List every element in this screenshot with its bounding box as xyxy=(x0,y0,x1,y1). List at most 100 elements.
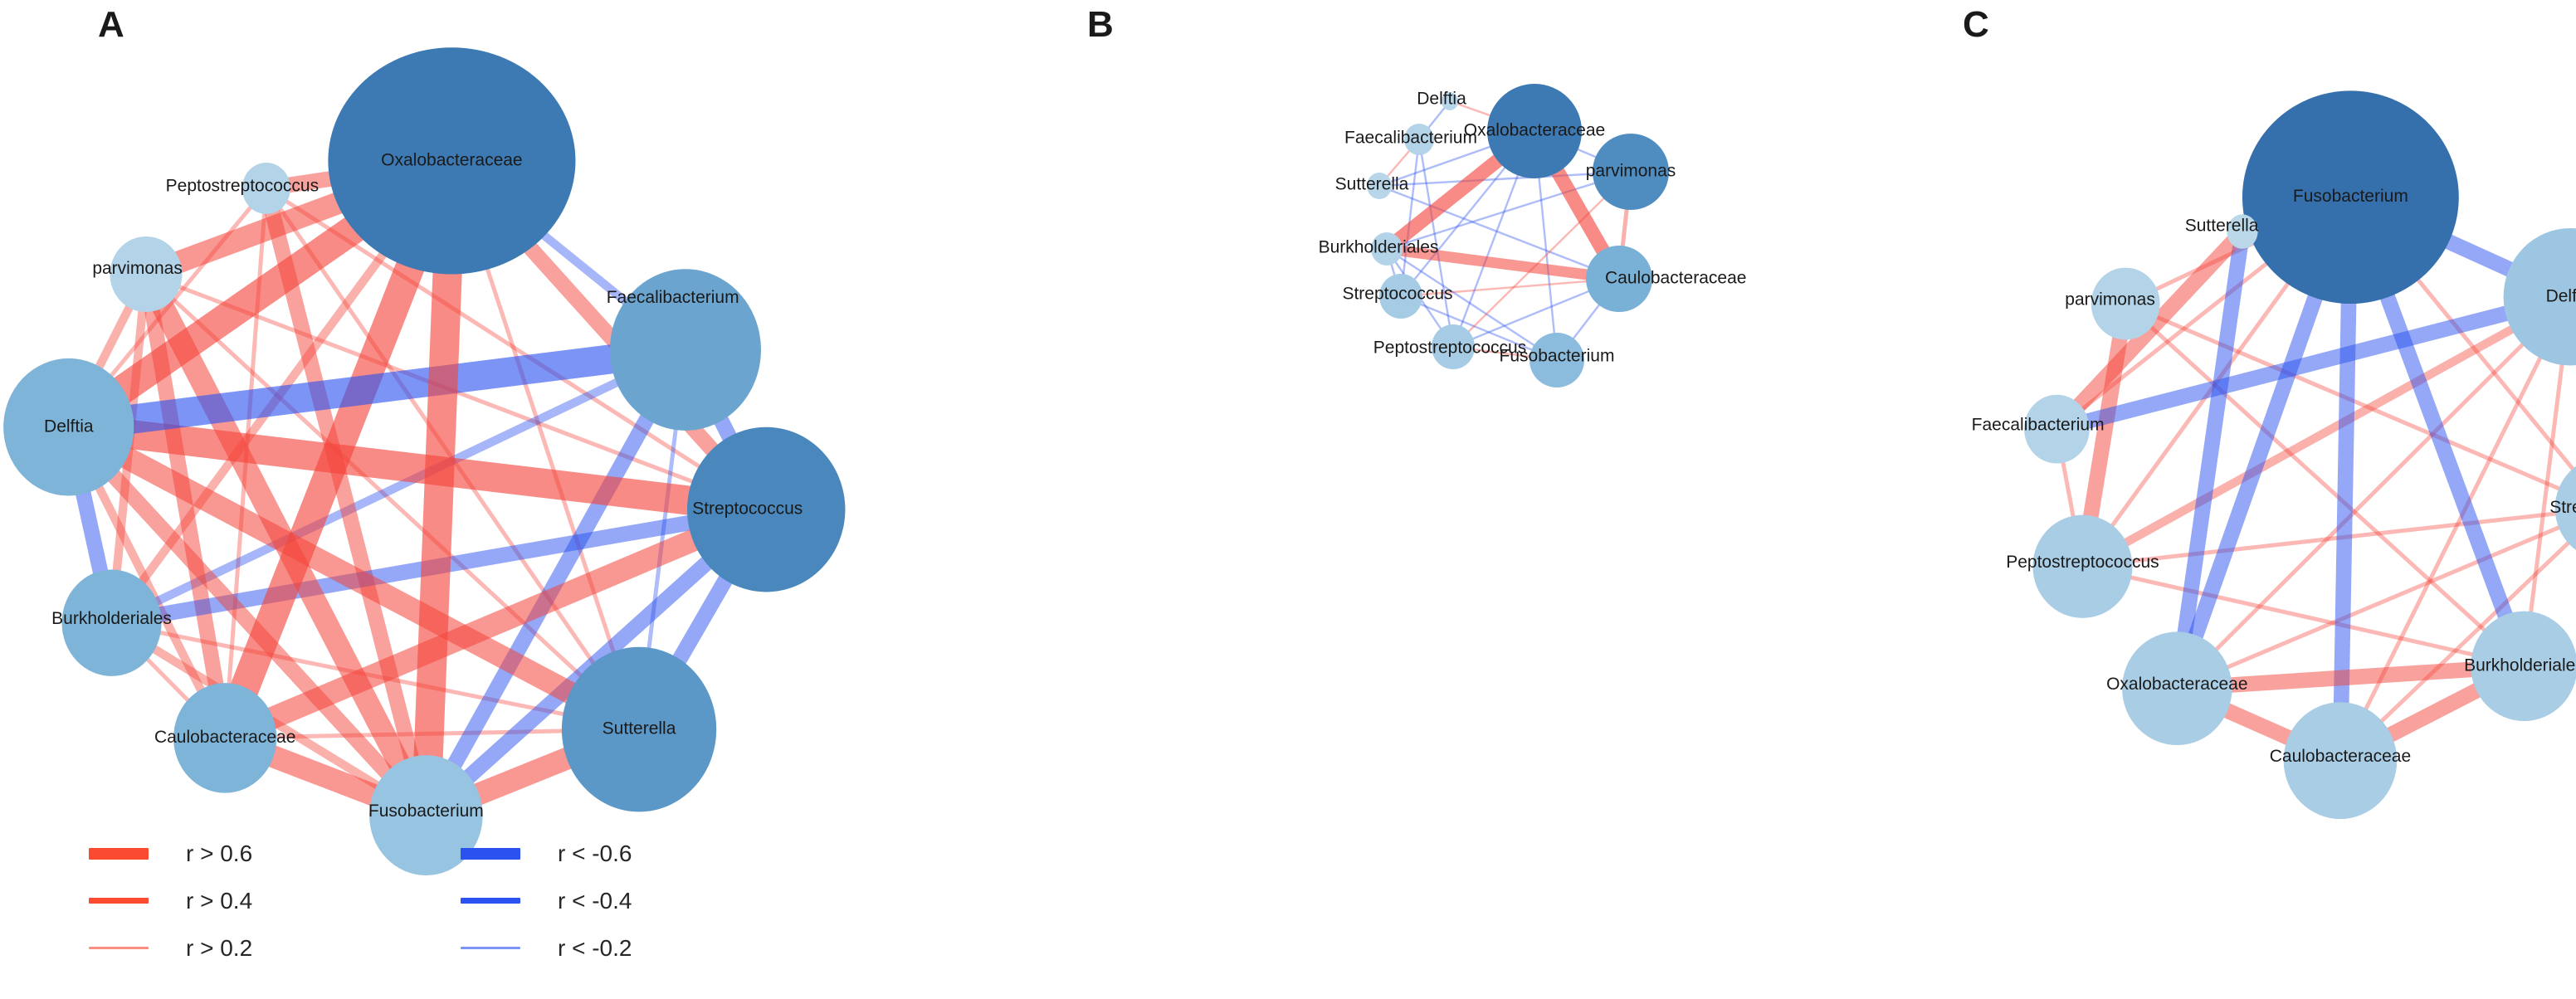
node-circle[interactable] xyxy=(110,236,183,313)
node-circle[interactable] xyxy=(1487,84,1582,178)
network-edge xyxy=(2339,533,2576,763)
node-circle[interactable] xyxy=(1432,324,1475,369)
node-circle[interactable] xyxy=(1367,173,1392,199)
network-node[interactable]: Caulobacteraceae xyxy=(154,683,295,793)
network-node[interactable]: Fusobacterium xyxy=(1500,333,1615,387)
legend-item: r < -0.4 xyxy=(445,877,632,924)
node-circle[interactable] xyxy=(2503,227,2576,366)
network-node[interactable]: Delftia xyxy=(2503,227,2576,366)
node-label: Peptostreptococcus xyxy=(166,176,319,195)
legend-label: r < -0.6 xyxy=(558,840,632,866)
network-edge xyxy=(2169,230,2251,690)
network-node[interactable]: parvimonas xyxy=(1586,134,1676,210)
network-edge xyxy=(1452,171,1632,348)
network-edge xyxy=(2080,293,2573,571)
node-circle[interactable] xyxy=(2091,267,2160,340)
node-label: parvimonas xyxy=(1586,162,1676,181)
panel-c: C FusobacteriumDelftiaStreptococcusBurkh… xyxy=(1718,0,2576,999)
node-circle[interactable] xyxy=(687,426,846,592)
node-circle[interactable] xyxy=(2122,631,2232,746)
network-node[interactable]: Peptostreptococcus xyxy=(2006,514,2159,618)
network-node[interactable]: Burkholderiales xyxy=(1319,232,1439,266)
network-node[interactable]: Burkholderiales xyxy=(51,569,172,676)
node-label: Delftia xyxy=(44,417,94,436)
network-node[interactable]: parvimonas xyxy=(2065,267,2160,340)
node-circle[interactable] xyxy=(369,755,483,875)
node-label: Oxalobacteraceae xyxy=(381,150,522,169)
network-node[interactable]: Delftia xyxy=(3,358,134,496)
legend-swatch-neg-04 xyxy=(445,898,536,904)
network-node[interactable]: Faecalibacterium xyxy=(1344,124,1477,155)
node-label: parvimonas xyxy=(92,259,183,278)
network-edge xyxy=(2081,564,2525,669)
legend-positive-column: r > 0.6 r > 0.4 r > 0.2 xyxy=(73,830,252,972)
network-node[interactable]: Sutterella xyxy=(2185,214,2259,249)
network-node[interactable]: Burkholderiales xyxy=(2464,611,2576,722)
network-edge xyxy=(2338,295,2573,762)
node-circle[interactable] xyxy=(2242,90,2459,305)
node-label: Caulobacteraceae xyxy=(2270,747,2411,766)
network-node[interactable]: Caulobacteraceae xyxy=(1586,246,1746,312)
node-circle[interactable] xyxy=(1593,134,1669,210)
legend-label: r > 0.6 xyxy=(186,840,253,866)
node-circle[interactable] xyxy=(1379,274,1422,319)
node-label: parvimonas xyxy=(2065,290,2155,309)
network-edge xyxy=(2175,295,2573,690)
network-edge xyxy=(258,186,434,817)
node-circle[interactable] xyxy=(328,47,576,275)
network-node[interactable]: Faecalibacterium xyxy=(607,269,762,431)
node-circle[interactable] xyxy=(3,358,134,496)
network-node[interactable]: Faecalibacterium xyxy=(1972,394,2105,464)
node-circle[interactable] xyxy=(173,683,277,793)
network-node[interactable]: Oxalobacteraceae xyxy=(328,47,576,275)
node-label: Caulobacteraceae xyxy=(1605,269,1746,288)
node-circle[interactable] xyxy=(1404,124,1434,155)
node-circle[interactable] xyxy=(242,162,290,215)
node-circle[interactable] xyxy=(1371,232,1403,266)
node-circle[interactable] xyxy=(1442,92,1458,110)
network-node[interactable]: Oxalobacteraceae xyxy=(2106,631,2248,746)
network-node[interactable]: Streptococcus xyxy=(1342,274,1453,319)
node-circle[interactable] xyxy=(561,646,717,812)
network-node[interactable]: Caulobacteraceae xyxy=(2270,702,2411,820)
node-circle[interactable] xyxy=(609,269,762,431)
node-circle[interactable] xyxy=(2024,394,2090,464)
node-circle[interactable] xyxy=(1586,246,1652,312)
network-node[interactable]: Sutterella xyxy=(561,646,717,812)
network-edge xyxy=(2176,518,2576,691)
node-circle[interactable] xyxy=(2032,514,2133,618)
network-edge xyxy=(1400,295,1558,362)
legend-swatch-pos-06 xyxy=(73,847,164,860)
network-node[interactable]: Oxalobacteraceae xyxy=(1464,84,1605,178)
network-node[interactable]: Streptococcus xyxy=(687,426,846,592)
network-node[interactable]: Fusobacterium xyxy=(2242,90,2459,305)
network-node[interactable]: Peptostreptococcus xyxy=(166,162,319,215)
network-node[interactable]: Sutterella xyxy=(1335,173,1409,199)
node-circle[interactable] xyxy=(2283,702,2398,820)
node-label: Sutterella xyxy=(1335,175,1409,194)
node-circle[interactable] xyxy=(2471,611,2576,722)
network-node[interactable]: Fusobacterium xyxy=(368,755,484,875)
network-node[interactable]: Peptostreptococcus xyxy=(1373,324,1526,369)
legend-swatch-neg-06 xyxy=(445,847,536,860)
legend-swatch-pos-04 xyxy=(73,898,164,904)
network-edge xyxy=(2176,658,2525,697)
network-node[interactable]: Streptococcus xyxy=(2549,456,2576,559)
network-node[interactable]: Delftia xyxy=(1417,90,1466,110)
node-circle[interactable] xyxy=(2227,214,2258,249)
network-edge xyxy=(1386,247,1558,362)
legend-item: r < -0.2 xyxy=(445,924,632,972)
legend-label: r < -0.2 xyxy=(558,934,632,961)
network-node[interactable]: parvimonas xyxy=(92,236,183,313)
network-edge xyxy=(1378,184,1620,280)
panel-c-letter: C xyxy=(1963,4,1989,45)
panel-b-network: OxalobacteraceaeparvimonasCaulobacterace… xyxy=(1319,84,1746,387)
node-circle[interactable] xyxy=(2554,456,2576,559)
network-edge xyxy=(2055,289,2573,437)
node-label: Faecalibacterium xyxy=(1972,416,2105,435)
node-circle[interactable] xyxy=(61,569,162,676)
panel-a-network: OxalobacteraceaeFaecalibacteriumStreptoc… xyxy=(3,47,846,875)
node-circle[interactable] xyxy=(1530,333,1584,387)
